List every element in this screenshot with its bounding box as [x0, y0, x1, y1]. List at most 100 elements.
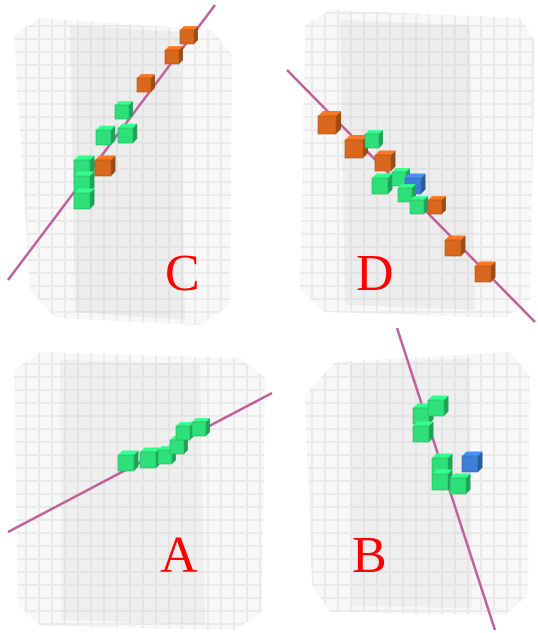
voxel-top-face: [118, 450, 139, 455]
voxel-front-face: [391, 171, 407, 187]
voxel-side-face: [478, 451, 483, 472]
voxel-front-face: [117, 454, 135, 472]
voxel-side-face: [134, 450, 139, 471]
voxel-top-face: [432, 453, 453, 458]
voxel-side-face: [133, 123, 138, 143]
panel-letter-c: C: [165, 245, 200, 302]
voxel-side-face: [179, 46, 183, 64]
voxel-top-face: [345, 134, 369, 140]
voxel-top-face: [405, 173, 426, 178]
orange-voxel: [136, 74, 155, 93]
voxel-front-face: [409, 199, 425, 215]
voxel-top-face: [137, 74, 155, 78]
voxel-side-face: [151, 74, 155, 92]
voxel-side-face: [444, 395, 449, 416]
green-voxel: [175, 422, 194, 441]
voxel-side-face: [379, 130, 383, 148]
green-voxel: [364, 130, 383, 149]
voxel-top-face: [475, 261, 496, 266]
voxel-side-face: [461, 235, 466, 256]
green-voxel: [114, 101, 133, 120]
voxel-front-face: [139, 451, 157, 469]
voxel-front-face: [114, 104, 130, 120]
orange-voxel: [474, 261, 496, 283]
orange-voxel: [374, 150, 396, 172]
voxel-top-face: [115, 101, 133, 105]
voxel-top-face: [165, 46, 183, 50]
green-voxel: [117, 123, 138, 144]
green-voxel: [191, 418, 210, 437]
voxel-top-face: [372, 173, 393, 178]
voxel-front-face: [179, 29, 195, 45]
green-voxel: [95, 125, 116, 146]
voxel-front-face: [344, 139, 364, 159]
orange-voxel: [344, 134, 369, 159]
orange-voxel: [427, 196, 446, 215]
voxel-side-face: [90, 188, 95, 209]
voxel-top-face: [432, 469, 453, 474]
voxel-top-face: [96, 125, 116, 130]
orange-voxel: [179, 26, 198, 45]
voxel-side-face: [90, 155, 95, 176]
voxel-front-face: [371, 177, 389, 195]
orange-voxel: [444, 235, 466, 257]
panel-letter-a: A: [160, 527, 198, 584]
voxel-side-face: [429, 421, 434, 442]
green-voxel: [412, 421, 434, 443]
voxel-side-face: [336, 110, 342, 134]
voxel-grid-volume: [305, 352, 530, 615]
voxel-top-face: [74, 155, 95, 160]
voxel-top-face: [74, 188, 95, 193]
voxel-cluster: [412, 395, 483, 495]
voxel-grid-volume: [14, 18, 232, 325]
voxel-top-face: [445, 235, 466, 240]
voxel-cluster: [117, 418, 210, 472]
voxel-side-face: [206, 418, 210, 436]
voxel-grid-volume: [300, 10, 535, 318]
voxel-top-face: [176, 422, 194, 426]
voxel-top-face: [398, 184, 416, 188]
green-voxel: [73, 171, 95, 193]
voxel-front-face: [157, 449, 173, 465]
voxel-top-face: [192, 418, 210, 422]
voxel-side-face: [466, 473, 471, 494]
voxel-side-face: [129, 101, 133, 119]
voxel-grid-volume-shade: [340, 20, 475, 310]
voxel-side-face: [491, 261, 496, 282]
panel-d: D: [286, 10, 536, 323]
voxel-front-face: [73, 192, 91, 210]
voxel-front-face: [136, 77, 152, 93]
voxel-side-face: [391, 150, 396, 171]
voxel-side-face: [184, 436, 188, 454]
voxel-front-face: [364, 133, 380, 149]
voxel-front-face: [412, 425, 430, 443]
voxel-front-face: [427, 199, 443, 215]
green-voxel: [157, 446, 176, 465]
voxel-top-face: [392, 168, 410, 172]
green-voxel: [139, 447, 161, 469]
voxel-front-face: [397, 187, 413, 203]
voxel-top-face: [74, 171, 95, 176]
green-voxel: [73, 188, 95, 210]
voxel-front-face: [474, 265, 492, 283]
voxel-top-face: [180, 26, 198, 30]
green-voxel: [449, 473, 471, 495]
orange-voxel: [94, 155, 116, 177]
voxel-front-face: [117, 127, 134, 144]
voxel-front-face: [169, 439, 185, 455]
voxel-side-face: [424, 196, 428, 214]
voxel-top-face: [118, 123, 138, 128]
voxel-side-face: [442, 196, 446, 214]
voxel-grid-volume-shade: [70, 25, 185, 320]
green-voxel: [117, 450, 139, 472]
voxel-cluster: [317, 110, 496, 283]
voxel-top-face: [413, 421, 434, 426]
panel-b: B: [305, 327, 530, 631]
voxel-front-face: [94, 159, 112, 177]
voxel-front-face: [317, 115, 337, 135]
voxel-side-face: [388, 173, 393, 194]
voxel-side-face: [448, 453, 453, 474]
voxel-front-face: [164, 49, 180, 65]
voxel-top-face: [140, 447, 161, 452]
voxel-grid-volume-shade: [350, 358, 472, 608]
